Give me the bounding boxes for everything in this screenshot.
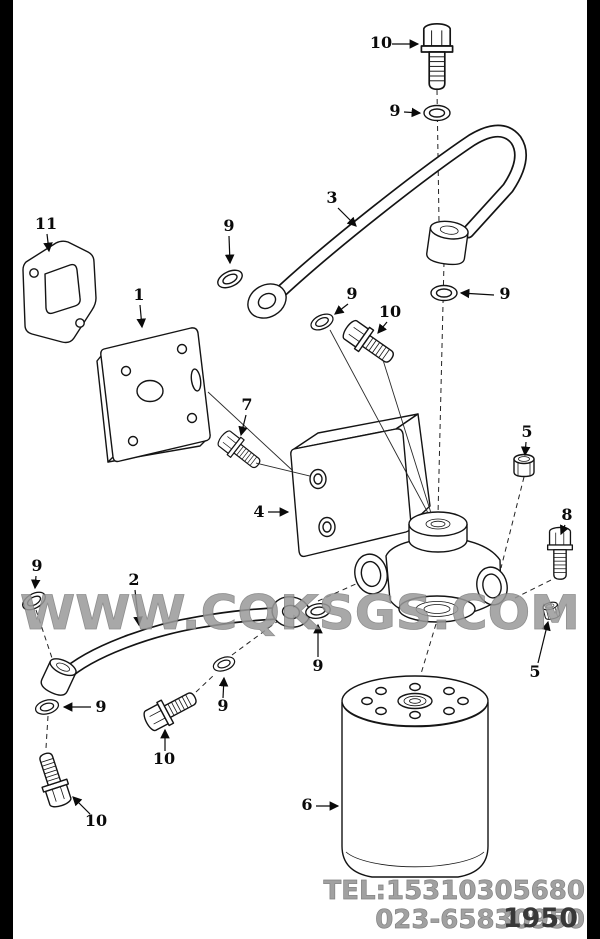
part-10-banjo-bolt-bottom-left — [31, 749, 75, 811]
part-3-fuel-tube-upper — [247, 124, 527, 319]
part-9-seal-washer-e — [33, 696, 61, 718]
part-8-hex-bolt — [546, 526, 574, 580]
callout-9-seal-a: 9 — [223, 216, 234, 235]
callout-5-plug-lower: 5 — [529, 662, 540, 681]
banjo-eye-upper — [247, 283, 287, 319]
filter-bolt-holes — [361, 682, 469, 720]
callout-2-fuel-tube-lower: 2 — [128, 570, 139, 589]
head-right-port — [476, 566, 508, 606]
callout-8-hex-bolt: 8 — [561, 505, 572, 524]
callout-9-seal-g: 9 — [312, 656, 323, 675]
watermark-text: WWW.CQKSGS.COM — [20, 586, 580, 641]
callout-labels: 10 9 3 11 9 1 9 10 9 7 5 4 8 2 9 9 5 9 9… — [31, 33, 572, 830]
banjo-fitting-lower — [40, 658, 77, 696]
part-5-pipe-plug-upper — [513, 453, 535, 478]
part-9-seal-washer-a — [214, 266, 246, 292]
part-4-mounting-bracket — [290, 413, 431, 558]
head-left-port — [354, 553, 388, 595]
callout-9-seal-e: 9 — [95, 697, 106, 716]
part-9-seal-washer-b — [307, 310, 337, 334]
part-9-seal-washer-f — [210, 653, 238, 675]
part-10-banjo-bolt-lower — [139, 684, 202, 735]
callout-7-hex-bolt: 7 — [241, 395, 252, 414]
callout-10-bolt-bottom-left: 10 — [85, 811, 107, 830]
part-7-hex-bolt — [214, 427, 266, 475]
part-11-gasket — [22, 240, 97, 344]
callout-3-fuel-tube-upper: 3 — [326, 188, 337, 207]
callout-9-seal-c: 9 — [499, 284, 510, 303]
callout-10-banjo-bolt-top: 10 — [370, 33, 392, 52]
footer-tel: TEL:15310305680 — [324, 876, 585, 906]
part-9-seal-washer-top — [423, 104, 451, 122]
part-10-banjo-bolt-top — [420, 22, 454, 91]
part-10-banjo-bolt-mid — [338, 316, 400, 370]
part-9-seal-washer-c — [430, 284, 458, 302]
right-border-bar — [587, 0, 600, 939]
footer-phone: 023-65830950 — [375, 905, 585, 935]
part-2-fuel-tube-lower — [40, 596, 311, 696]
callout-5-plug-upper: 5 — [521, 422, 532, 441]
part-1-adapter-plate — [96, 327, 211, 463]
callout-9-seal-d: 9 — [31, 556, 42, 575]
callout-9-seal-top: 9 — [389, 101, 400, 120]
page-number: 1950 — [503, 903, 578, 934]
banjo-fitting-upper — [426, 220, 469, 266]
callout-9-seal-f: 9 — [217, 696, 228, 715]
callout-10-banjo-bolt-mid: 10 — [379, 302, 401, 321]
part-6-spin-on-filter — [341, 675, 489, 878]
callout-10-bolt-lower: 10 — [153, 749, 175, 768]
callout-11-gasket: 11 — [35, 214, 57, 233]
callout-4-bracket: 4 — [253, 502, 264, 521]
callout-leaders — [30, 39, 569, 815]
callout-1-adapter-plate: 1 — [133, 285, 144, 304]
alignment-lines — [207, 329, 432, 514]
callout-9-seal-b: 9 — [346, 284, 357, 303]
filter-head-body — [354, 511, 508, 623]
left-border-bar — [0, 0, 13, 939]
callout-6-spin-on-filter: 6 — [301, 795, 312, 814]
